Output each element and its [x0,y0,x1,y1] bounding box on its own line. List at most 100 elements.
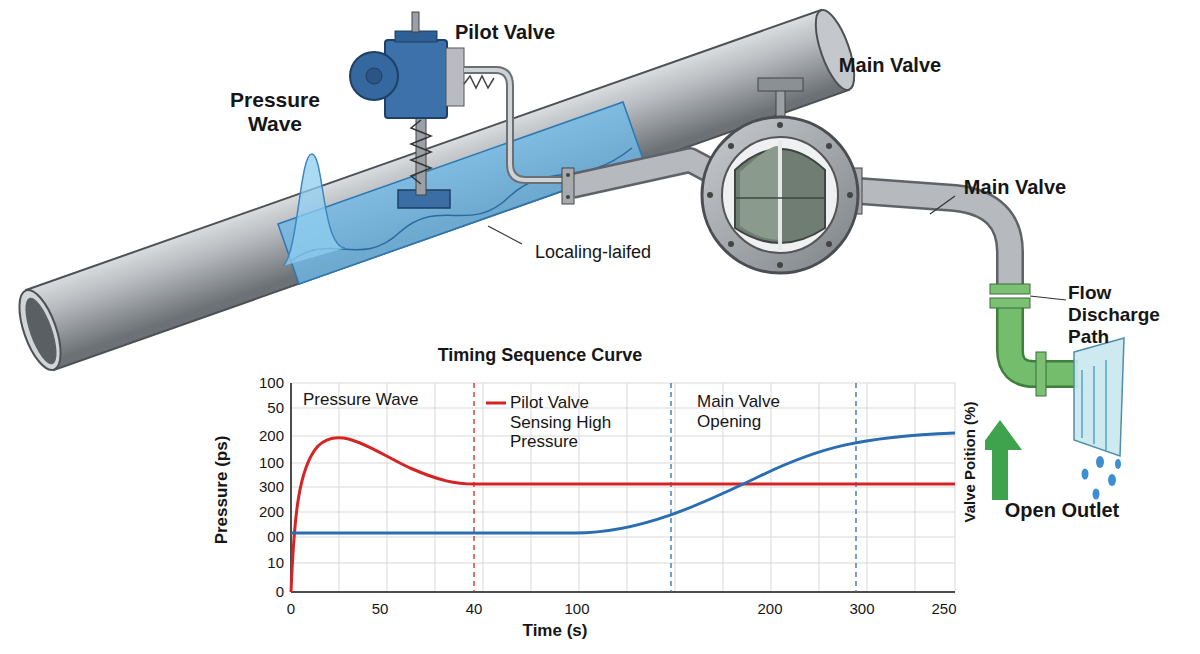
pilot-diaphragm-center [366,68,382,84]
water-drop [1115,459,1121,469]
chart-annotation: Pressure Wave [303,390,419,410]
main-pipe [11,6,862,375]
outlet-pipe-outline [845,190,1010,292]
pipe-opening-rim [11,285,69,375]
opening-marker-line [670,383,671,592]
part-label: Open Outlet [1005,499,1119,522]
valve-position-curve [291,433,955,533]
tick-label: 40 [466,600,483,617]
axis-title: Valve Poition (%) [961,402,978,523]
part-label: Main Valve [839,54,941,77]
bolt [566,173,570,177]
branch-pipe-outline [572,160,720,186]
timing-chart [205,340,985,645]
water-streaks [1082,360,1106,450]
tick-label: 10 [267,554,284,571]
legend-line-sample [484,393,510,409]
tick-label: 200 [259,427,284,444]
opening-marker-line [855,383,856,592]
pilot-side-spring [464,76,494,88]
water-outflow [1074,338,1124,456]
grid-line [675,383,676,592]
grid-line [483,383,484,592]
bolt [566,195,570,199]
bolt [777,122,783,128]
tick-label: 100 [259,454,284,471]
pipe-opening [19,294,63,367]
bolt [777,262,783,268]
outlet-pipe-body [845,190,1010,292]
grid-line [915,383,916,592]
leader-line [930,196,955,214]
valve-handle [758,78,803,91]
branch-flange [562,168,574,204]
grid-line [627,383,628,592]
axis-title: Time (s) [523,621,588,641]
grid-line [291,436,955,437]
pilot-spring [411,120,431,184]
arrow-shaft [992,446,1008,500]
pipe-end [808,6,862,95]
part-label: Localing-laifed [535,242,651,263]
valve-stem [776,88,785,120]
tick-label: 0 [276,583,284,600]
pilot-diaphragm [350,52,398,100]
valve-shaft [778,140,782,250]
bolt [707,192,713,198]
grid-line [867,383,868,592]
pilot-pin [412,12,419,32]
tick-label: 0 [287,600,295,617]
legend-text: Pilot Valve Sensing High Pressure [510,393,635,452]
main-valve [702,78,858,273]
tick-label: 50 [372,600,389,617]
tick-label: 100 [259,374,284,391]
part-label: Pilot Valve [455,21,555,44]
leader-line [488,226,522,244]
water-drop [1082,469,1089,480]
axis-title: Pressure (ps) [212,436,232,545]
part-label: Main Valve [964,176,1066,199]
valve-flange [702,117,858,273]
bolt [847,192,853,198]
tick-label: 250 [931,600,956,617]
green-flange [990,284,1030,294]
pilot-valve [350,12,566,208]
tick-label: 300 [849,600,874,617]
chart-title: Timing Sequence Curve [438,345,643,366]
leader-lines [488,196,1066,300]
green-flange [1036,352,1046,396]
part-label: Pressure Wave [220,88,330,136]
chart-annotation: Main Valve Opening [697,392,797,431]
leader-line [1030,296,1066,300]
legend-line [486,402,506,405]
chart-panel [205,340,985,645]
grid-line [955,383,956,592]
tick-label: 200 [259,503,284,520]
pipe-body [26,10,849,370]
bolt [728,241,734,247]
legend-item: Pilot Valve Sensing High Pressure [484,393,635,452]
grid-line [339,383,340,592]
grid-line [387,383,388,592]
bolt [826,241,832,247]
branch-pipe-body [572,160,720,186]
tick-label: 00 [267,528,284,545]
water-drop [1108,474,1116,486]
sensing-tube-outline [464,70,566,180]
valve-bore [722,137,838,253]
tick-label: 50 [267,399,284,416]
pressure-wave-shape [283,154,345,266]
pilot-marker-line [473,383,474,592]
grid-line [771,383,772,592]
valve-disc-seam [735,197,825,199]
pilot-cap [395,31,437,42]
water-drop [1093,489,1100,500]
bolt [826,143,832,149]
pilot-side-block [446,48,464,106]
tick-label: 200 [757,600,782,617]
green-flange [990,298,1030,308]
part-label: Flow Discharge Path [1068,282,1168,348]
